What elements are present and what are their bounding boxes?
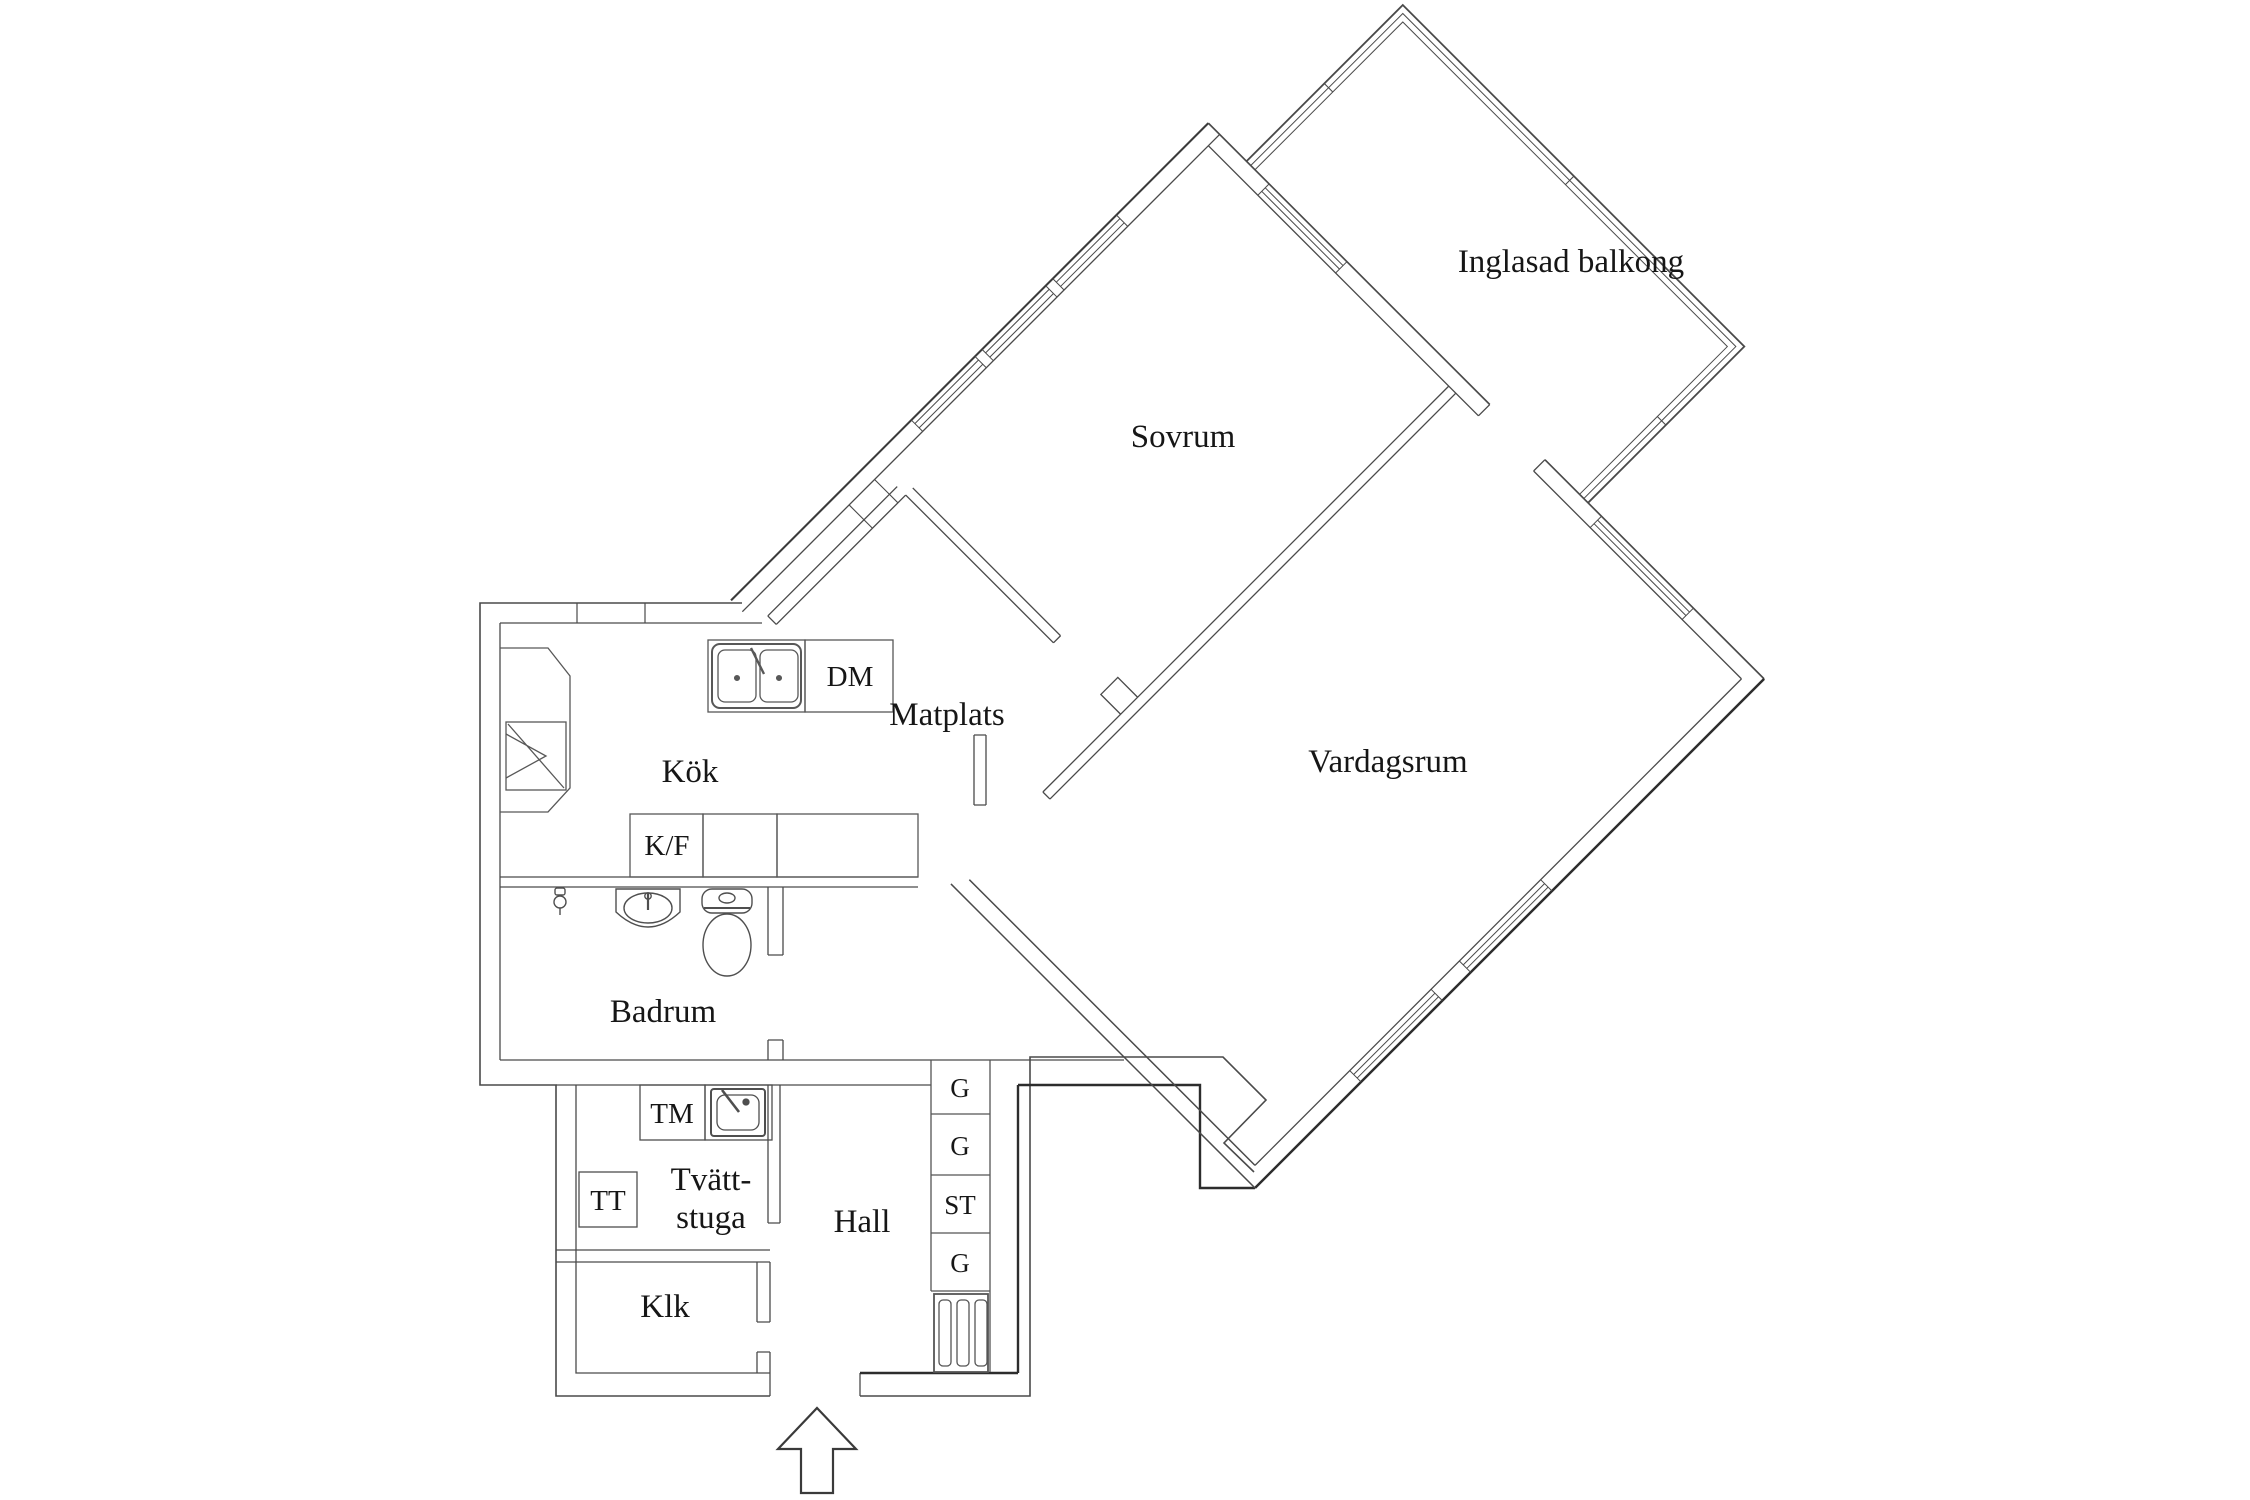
diagonal-section <box>730 3 1766 1189</box>
kitchen-counter <box>500 647 571 813</box>
stove-icon-marks <box>505 723 565 789</box>
bedroom-outer-wall <box>730 122 1210 602</box>
label-laundry-line2: stuga <box>676 1200 746 1236</box>
label-kitchen: Kök <box>662 754 719 790</box>
label-wardrobe-1: G <box>950 1073 970 1103</box>
label-wardrobe-4: G <box>950 1248 970 1278</box>
bathroom-fixtures <box>553 887 753 977</box>
label-fridge-freezer: K/F <box>644 830 689 862</box>
label-washing-machine: TM <box>650 1098 694 1130</box>
laundry-sink-icon <box>710 1088 766 1137</box>
entrance-arrow-icon <box>775 1406 859 1495</box>
closet-room-right-wall <box>756 1262 771 1373</box>
closet-room-top-wall <box>556 1249 770 1263</box>
corridor-door-ticks <box>848 479 899 529</box>
dining-stub-wall <box>973 734 987 806</box>
hatched-wardrobe-icon <box>933 1293 989 1373</box>
livingroom-left-wall <box>950 879 1256 1189</box>
counter-box-2 <box>702 813 778 878</box>
label-tumble-dryer: TT <box>590 1185 626 1217</box>
hall-wardrobes <box>930 1060 991 1373</box>
right-wall-inner <box>1207 145 1742 680</box>
label-wardrobe-2: G <box>950 1131 970 1161</box>
laundry-fixtures <box>578 1084 773 1228</box>
livingroom-bottom-wall-inner <box>1254 678 1742 1166</box>
label-laundry-line1: Tvätt- <box>671 1162 752 1198</box>
wardrobe-dividers <box>931 1113 990 1292</box>
shower-valve-icon <box>553 887 567 915</box>
label-dining: Matplats <box>889 697 1004 733</box>
label-bathroom: Badrum <box>610 994 717 1030</box>
bathroom-sink-icon <box>615 888 681 928</box>
label-bedroom: Sovrum <box>1131 419 1236 455</box>
cabinet-box <box>776 813 919 878</box>
laundry-right-wall <box>767 1085 781 1224</box>
labels: Inglasad balkong Sovrum Matplats Vardags… <box>590 244 1684 1325</box>
balcony-mullion-ticks <box>1323 83 1667 426</box>
bottom-wall-inner-left <box>575 1085 770 1374</box>
label-closet-room: Klk <box>640 1289 690 1325</box>
balcony-door-jambs <box>1477 404 1546 472</box>
stove-icon <box>505 721 567 791</box>
separation-wall <box>1042 385 1457 800</box>
orthogonal-walls <box>479 602 1268 1397</box>
bedroom-dining-wall <box>905 487 1062 644</box>
laundry-sink-box <box>704 1084 773 1141</box>
bedroom-windows <box>910 214 1129 432</box>
corridor-inner-wall <box>767 486 907 625</box>
kitchen-fixtures <box>500 639 919 878</box>
label-balcony: Inglasad balkong <box>1458 244 1684 280</box>
bathroom-right-wall <box>767 887 784 1060</box>
label-living: Vardagsrum <box>1308 744 1468 780</box>
bedroom-balcony-window <box>1257 183 1348 274</box>
double-sink-icon <box>711 643 802 709</box>
livingroom-right-window <box>1589 515 1694 620</box>
bathroom-top-wall <box>500 876 918 888</box>
toilet-icon <box>701 888 753 977</box>
tumble-dryer-box <box>578 1171 638 1228</box>
balcony-glazing <box>1245 3 1746 504</box>
livingroom-bottom-wall-outer <box>1254 677 1766 1189</box>
label-hall: Hall <box>834 1204 891 1240</box>
dishwasher-box <box>804 639 894 713</box>
bedroom-outer-wall-inner-face <box>741 133 1221 613</box>
hall-right-thick-wall <box>860 1083 1255 1375</box>
label-wardrobe-3: ST <box>944 1190 976 1220</box>
outer-wall-bottom-right <box>860 1056 1268 1397</box>
separation-wall-notch <box>1099 676 1139 715</box>
outer-wall-left <box>479 602 770 1397</box>
label-dishwasher: DM <box>827 661 874 693</box>
livingroom-windows <box>1349 879 1553 1083</box>
